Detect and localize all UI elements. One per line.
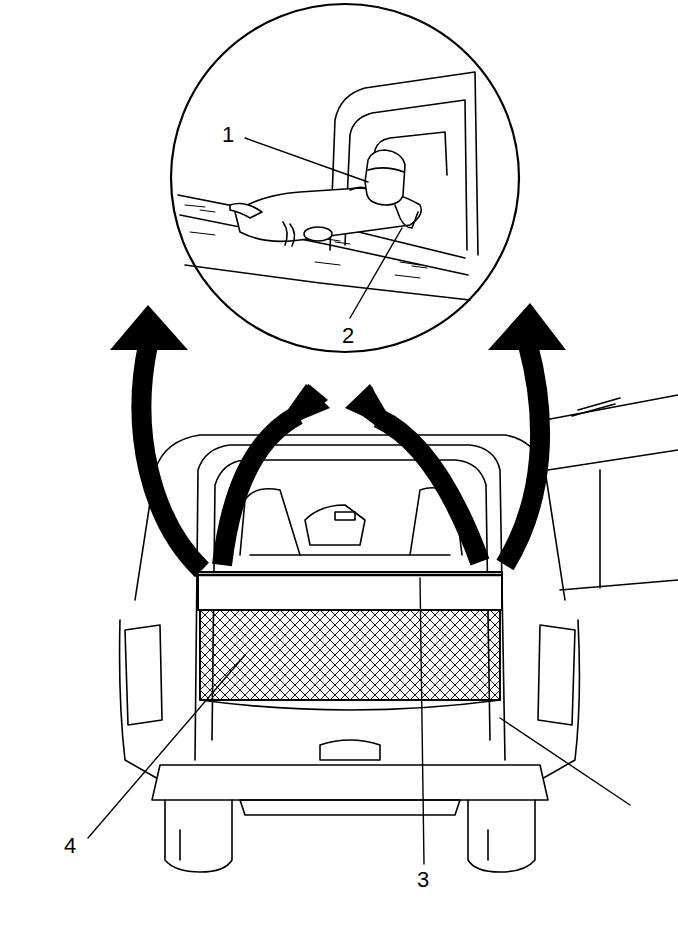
callout-number: 4 bbox=[64, 834, 76, 858]
callout-number: 3 bbox=[417, 868, 429, 892]
callout-number: 1 bbox=[222, 123, 234, 147]
callout-number: 2 bbox=[342, 324, 354, 348]
